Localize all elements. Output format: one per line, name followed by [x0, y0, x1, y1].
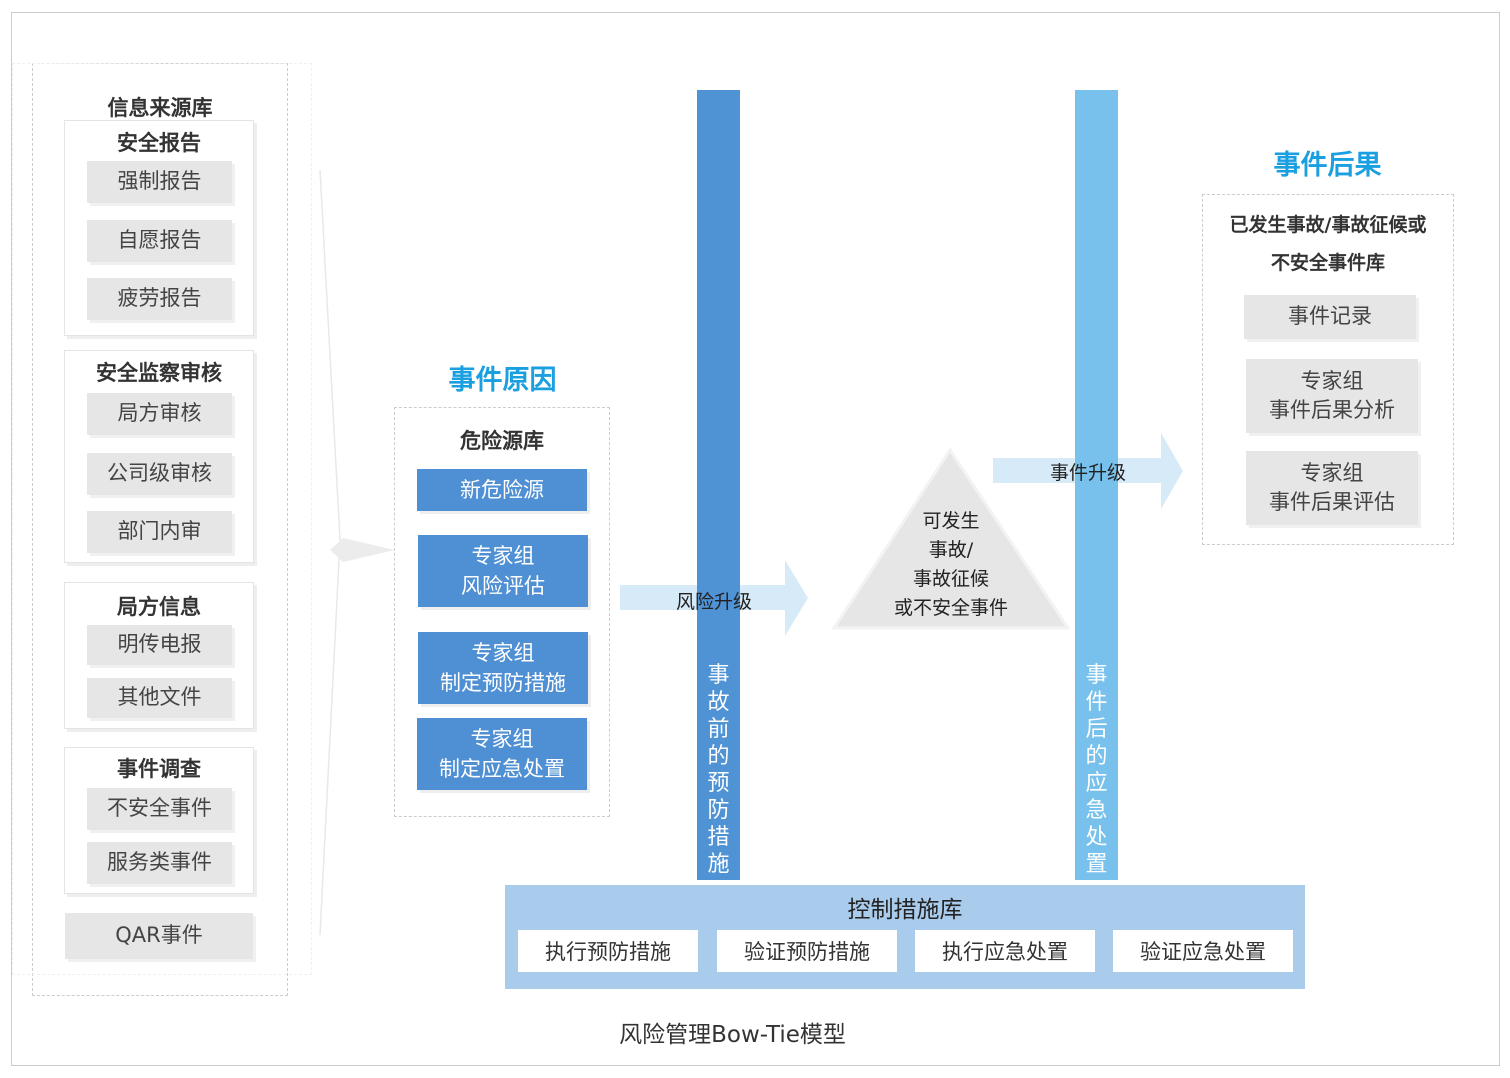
consequence-lib-title: 已发生事故/事故征候或 不安全事件库 [1202, 206, 1454, 282]
triangle-line: 或不安全事件 [893, 597, 1008, 619]
item-box: 局方审核 [87, 393, 232, 435]
consequences-container [1202, 194, 1454, 545]
control-item: 验证应急处置 [1113, 930, 1293, 972]
cause-box: 专家组风险评估 [418, 535, 588, 607]
cause-text: 专家组 [471, 543, 535, 568]
cause-box: 专家组制定应急处置 [417, 718, 587, 790]
consequences-title: 事件后果 [1273, 150, 1382, 181]
item-box: 其他文件 [87, 678, 232, 718]
group-audit: 安全监察审核 局方审核 公司级审核 部门内审 [64, 350, 254, 563]
info-source-outer [12, 63, 312, 975]
control-title: 控制措施库 [847, 897, 963, 923]
response-bar-label: 事件后的应急处置 [1085, 662, 1107, 878]
bar-char: 处 [1085, 825, 1108, 850]
triangle-line: 事故/ [928, 539, 974, 561]
item-box: 疲劳报告 [87, 278, 232, 320]
causes-title: 事件原因 [448, 365, 557, 396]
bar-char: 防 [707, 798, 730, 823]
info-source-title: 信息来源库 [107, 96, 213, 120]
group-safety-report: 安全报告 强制报告 自愿报告 疲劳报告 [64, 120, 254, 336]
item-box: 不安全事件 [87, 788, 232, 830]
bracket-arrow [319, 169, 395, 936]
bar-char: 后 [1085, 717, 1108, 742]
cause-box: 新危险源 [417, 469, 587, 511]
control-item: 执行预防措施 [518, 930, 698, 972]
cause-text: 新危险源 [460, 477, 544, 502]
cause-text: 制定预防措施 [440, 671, 566, 695]
response-bar: 事件后的应急处置 [1075, 90, 1118, 880]
consequence-box: 专家组事件后果分析 [1246, 359, 1418, 433]
cause-text: 制定应急处置 [439, 757, 565, 781]
triangle-line: 可发生 [922, 510, 980, 532]
bar-char: 的 [1085, 744, 1108, 769]
item-box: 强制报告 [87, 161, 232, 203]
bar-char: 施 [707, 852, 730, 877]
box-text: 事件后果分析 [1269, 398, 1395, 422]
prevention-bar-label: 事故前的预防措施 [707, 662, 729, 878]
cause-text: 专家组 [471, 640, 535, 665]
group-bureau-info: 局方信息 明传电报 其他文件 [64, 582, 254, 729]
box-text: 专家组 [1300, 460, 1364, 485]
group-title: 局方信息 [117, 595, 201, 619]
item-box: 服务类事件 [87, 842, 232, 884]
cause-text: 风险评估 [461, 574, 545, 598]
bar-char: 件 [1085, 690, 1108, 715]
qar-box: QAR事件 [65, 913, 253, 959]
bar-char: 前 [707, 717, 730, 742]
bar-char: 应 [1085, 771, 1108, 796]
cause-box: 专家组制定预防措施 [418, 632, 588, 704]
lib-line: 不安全事件库 [1270, 252, 1385, 274]
item-box: 部门内审 [87, 511, 232, 553]
item-box: 自愿报告 [87, 220, 232, 262]
bar-char: 事 [1085, 663, 1108, 688]
risk-arrow-label: 风险升级 [675, 591, 752, 613]
caption: 风险管理Bow-Tie模型 [619, 1022, 846, 1048]
prevention-bar: 事故前的预防措施 [697, 90, 740, 880]
box-text: 专家组 [1300, 368, 1364, 393]
bar-char: 措 [707, 825, 730, 850]
event-triangle [832, 448, 1070, 630]
control-item: 验证预防措施 [717, 930, 897, 972]
hazard-lib-title: 危险源库 [460, 429, 544, 453]
group-title: 事件调查 [117, 757, 201, 781]
group-investigation: 事件调查 不安全事件 服务类事件 [64, 747, 254, 894]
causes-container [394, 407, 610, 817]
triangle-text: 可发生 事故/ 事故征候 或不安全事件 [832, 507, 1070, 623]
triangle-line: 事故征候 [912, 568, 989, 590]
bar-char: 急 [1085, 798, 1108, 823]
lib-line: 已发生事故/事故征候或 [1229, 214, 1427, 236]
group-title: 安全报告 [117, 131, 201, 155]
control-item: 执行应急处置 [915, 930, 1095, 972]
item-box: 公司级审核 [87, 453, 232, 495]
cause-text: 专家组 [470, 726, 534, 751]
item-box: 明传电报 [87, 625, 232, 665]
bar-char: 置 [1085, 852, 1108, 877]
diagram-frame [11, 12, 1500, 1066]
control-library: 控制措施库 执行预防措施 验证预防措施 执行应急处置 验证应急处置 [505, 885, 1305, 989]
consequence-box: 专家组事件后果评估 [1246, 451, 1418, 525]
bar-char: 的 [707, 744, 730, 769]
bar-char: 预 [707, 771, 730, 796]
event-arrow-label: 事件升级 [1049, 462, 1126, 484]
bar-char: 事 [707, 663, 730, 688]
consequence-box: 事件记录 [1244, 295, 1416, 339]
bar-char: 故 [707, 690, 730, 715]
box-text: 事件后果评估 [1269, 490, 1395, 514]
group-title: 安全监察审核 [96, 361, 222, 385]
